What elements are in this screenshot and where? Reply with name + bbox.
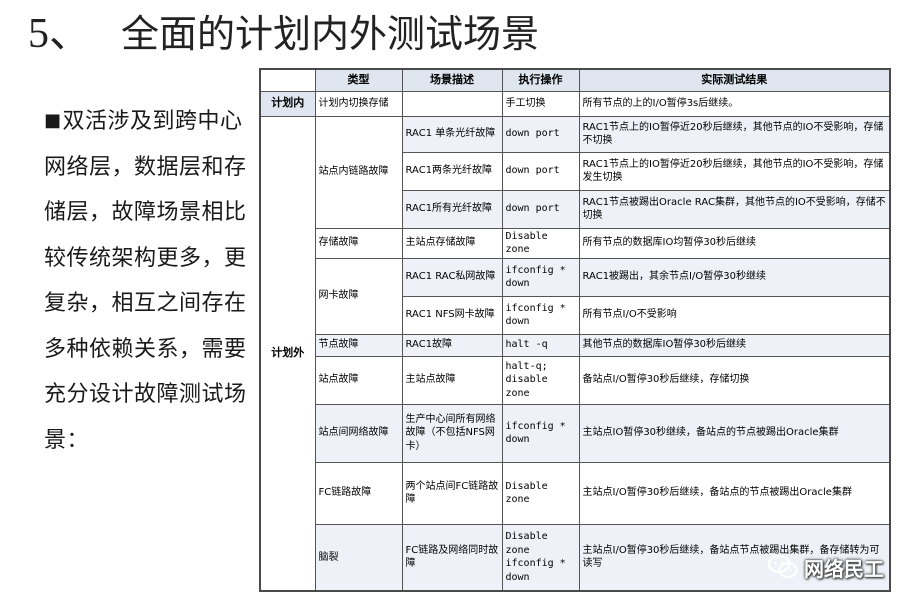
cell-result: 主站点I/O暂停30秒后继续，备站点的节点被踢出Oracle集群 [578,461,891,525]
cell-type: 站点内链路故障 [314,115,403,229]
cell-scenario: RAC1两条光纤故障 [401,151,503,191]
cell-scenario: 主站点存储故障 [401,227,503,259]
cell-operation: halt -q [501,333,580,357]
table-row: 站点故障 主站点故障 halt-q; disable zone 备站点I/O暂停… [260,355,891,405]
cell-result: RAC1节点上的IO暂停近20秒后继续，其他节点的IO不受影响，存储不切换 [578,115,891,153]
table-row: 计划外 站点内链路故障 RAC1 单条光纤故障 down port RAC1节点… [259,115,891,592]
test-scenario-table: 类型 场景描述 执行操作 实际测试结果 计划内 计划内切换存储 手工切换 所有节… [259,68,891,592]
cell-scenario: RAC1 RAC私网故障 [401,257,503,297]
table-row: RAC1所有光纤故障 down port RAC1节点被踢出Oracle RAC… [260,189,891,229]
cell-operation: Disable zone [501,227,580,259]
cell-result: 其他节点的数据库IO暂停30秒后继续 [578,333,891,357]
table-header-row: 类型 场景描述 执行操作 实际测试结果 [259,68,891,92]
cell-scenario: RAC1 NFS网卡故障 [401,295,503,335]
cell-operation: down port [501,189,580,229]
table-row: 脑裂 FC链路及网络同时故障 Disable zone ifconfig * d… [260,523,891,592]
cell-result: RAC1节点被踢出Oracle RAC集群，其他节点的IO不受影响，存储不切换 [578,189,891,229]
cell-type: 网卡故障 [314,257,403,335]
cell-operation: 手工切换 [501,90,580,117]
category-planned: 计划内 [259,90,316,117]
cell-operation: down port [501,115,580,153]
wechat-logo-icon [768,554,798,579]
cell-result: 主站点I/O暂停30秒后继续，备站点节点被踢出集群，备存储转为可读写 [578,523,891,592]
category-unplanned: 计划外 [259,115,316,592]
cell-scenario: RAC1所有光纤故障 [401,189,503,229]
cell-type: 站点故障 [314,355,403,405]
cell-type: 脑裂 [314,523,403,592]
cell-scenario: RAC1故障 [401,333,503,357]
cell-result: RAC1被踢出，其余节点I/O暂停30秒继续 [578,257,891,297]
cell-scenario: 两个站点间FC链路故障 [401,461,503,525]
bullet-square-icon: ■ [44,110,62,131]
cell-result: RAC1节点上的IO暂停近20秒后继续，其他节点的IO不受影响，存储发生切换 [578,151,891,191]
header-cell-blank [259,68,316,92]
cell-operation: Disable zone ifconfig * down [501,523,580,592]
cell-result: 主站点IO暂停30秒继续，备站点的节点被踢出Oracle集群 [578,403,891,463]
slide-number: 5、 [28,11,92,57]
cell-result: 备站点I/O暂停30秒后继续，存储切换 [578,355,891,405]
cell-result: 所有节点的数据库IO均暂停30秒后继续 [578,227,891,259]
watermark-text: 网络民工 [804,556,884,581]
cell-type: 节点故障 [314,333,403,357]
slide-title-area: 5、全面的计划内外测试场景 [28,4,539,64]
cell-result: 所有节点I/O不受影响 [578,295,891,335]
cell-type: FC链路故障 [314,461,403,525]
bullet-paragraph: ■双活涉及到跨中心网络层，数据层和存储层，故障场景相比较传统架构更多，更复杂，相… [44,98,254,463]
cell-scenario [401,90,503,117]
cell-operation: ifconfig * down [501,257,580,297]
cell-scenario: 主站点故障 [401,355,503,405]
cell-type: 计划内切换存储 [314,90,403,117]
slide-title: 全面的计划内外测试场景 [121,12,540,56]
header-cell-result: 实际测试结果 [578,68,891,92]
cell-scenario: RAC1 单条光纤故障 [401,115,503,153]
table-row: FC链路故障 两个站点间FC链路故障 Disable zone 主站点I/O暂停… [260,461,891,525]
table-row: RAC1 NFS网卡故障 ifconfig * down 所有节点I/O不受影响 [260,295,891,335]
cell-operation: Disable zone [501,461,580,525]
header-cell-operation: 执行操作 [501,68,580,92]
table-row: 存储故障 主站点存储故障 Disable zone 所有节点的数据库IO均暂停3… [260,227,891,259]
header-cell-scenario: 场景描述 [401,68,503,92]
table-row: 节点故障 RAC1故障 halt -q 其他节点的数据库IO暂停30秒后继续 [260,333,891,357]
table-row: 站点间网络故障 生产中心间所有网络故障（不包括NFS网卡） ifconfig *… [260,403,891,463]
cell-result: 所有节点的上的I/O暂停3s后继续。 [578,90,891,117]
cell-scenario: 生产中心间所有网络故障（不包括NFS网卡） [401,403,503,463]
watermark: 网络民工 [768,554,884,581]
table-row: 计划内 计划内切换存储 手工切换 所有节点的上的I/O暂停3s后继续。 [259,90,891,117]
cell-operation: halt-q; disable zone [501,355,580,405]
cell-type: 站点间网络故障 [314,403,403,463]
cell-operation: down port [501,151,580,191]
header-cell-type: 类型 [314,68,403,92]
cell-type: 存储故障 [314,227,403,259]
cell-scenario: FC链路及网络同时故障 [401,523,503,592]
table-row: 网卡故障 RAC1 RAC私网故障 ifconfig * down RAC1被踢… [260,257,891,335]
bullet-text: 双活涉及到跨中心网络层，数据层和存储层，故障场景相比较传统架构更多，更复杂，相互… [44,109,247,453]
cell-operation: ifconfig * down [501,403,580,463]
cell-operation: ifconfig * down [501,295,580,335]
